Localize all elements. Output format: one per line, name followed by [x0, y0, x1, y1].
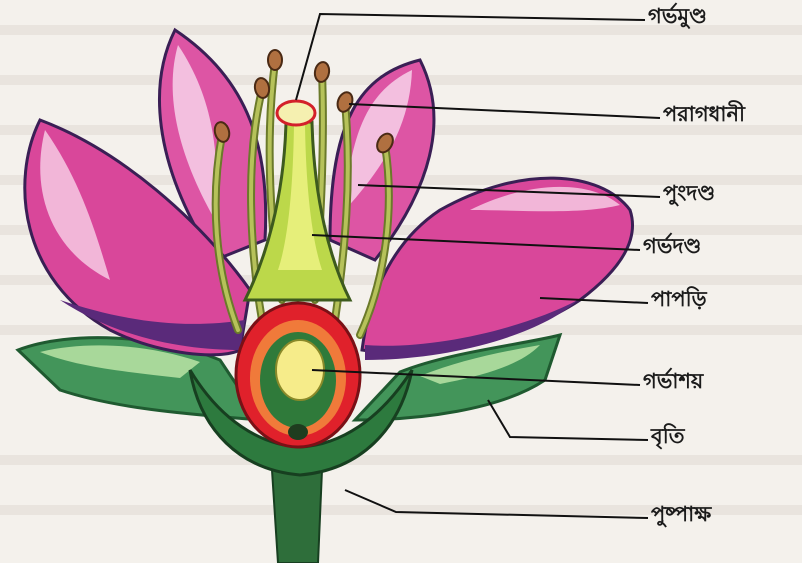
label-style: গর্ভদণ্ড — [643, 236, 701, 257]
anther — [268, 50, 282, 70]
leader-line-sepal — [488, 400, 648, 440]
label-stigma: গর্ভমুণ্ড — [648, 6, 707, 27]
label-sepal: বৃতি — [651, 426, 684, 447]
label-receptacle: পুষ্পাক্ষ — [651, 504, 711, 525]
stalk — [272, 470, 322, 563]
label-ovary: গর্ভাশয় — [643, 371, 703, 392]
label-petal: পাপড়ি — [651, 289, 707, 310]
stigma-shape — [277, 101, 315, 125]
label-anther: পরাগধানী — [663, 104, 745, 125]
label-filament: পুংদণ্ড — [663, 183, 715, 204]
ovule-base — [288, 424, 308, 440]
